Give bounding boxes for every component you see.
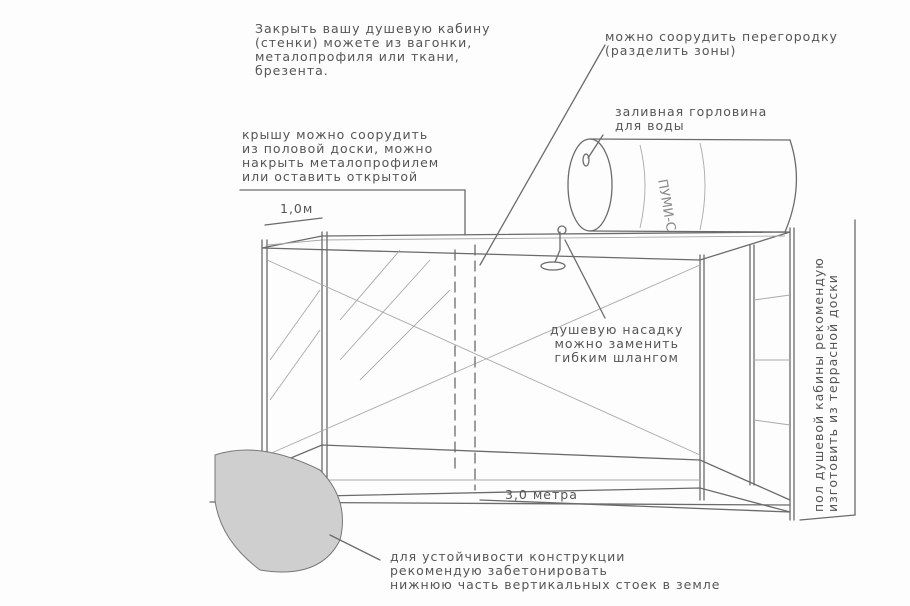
shower-head-note: душевую насадку можно заменить гибким шл… xyxy=(550,322,684,365)
water-barrel: ПУМИ-С xyxy=(567,138,798,233)
roof-note: крышу можно соорудить из половой доски, … xyxy=(242,127,440,184)
cabin-frame xyxy=(209,217,795,521)
length-dimension: 3,0 метра xyxy=(505,487,578,502)
filler-neck-note: заливная горловина для воды xyxy=(615,104,768,133)
shower-head xyxy=(540,225,567,271)
barrel-label: ПУМИ-С xyxy=(654,178,678,232)
partition-note: можно соорудить перегородку (разделить з… xyxy=(605,29,838,58)
concrete-footing xyxy=(214,449,343,573)
leader-lines xyxy=(239,44,856,561)
walls-note: Закрыть вашу душевую кабину (стенки) мож… xyxy=(255,21,491,78)
concrete-note: для устойчивости конструкции рекомендую … xyxy=(390,549,721,592)
width-dimension: 1,0м xyxy=(280,201,314,216)
floor-note: пол душевой кабины рекомендую изготовить… xyxy=(811,257,840,512)
